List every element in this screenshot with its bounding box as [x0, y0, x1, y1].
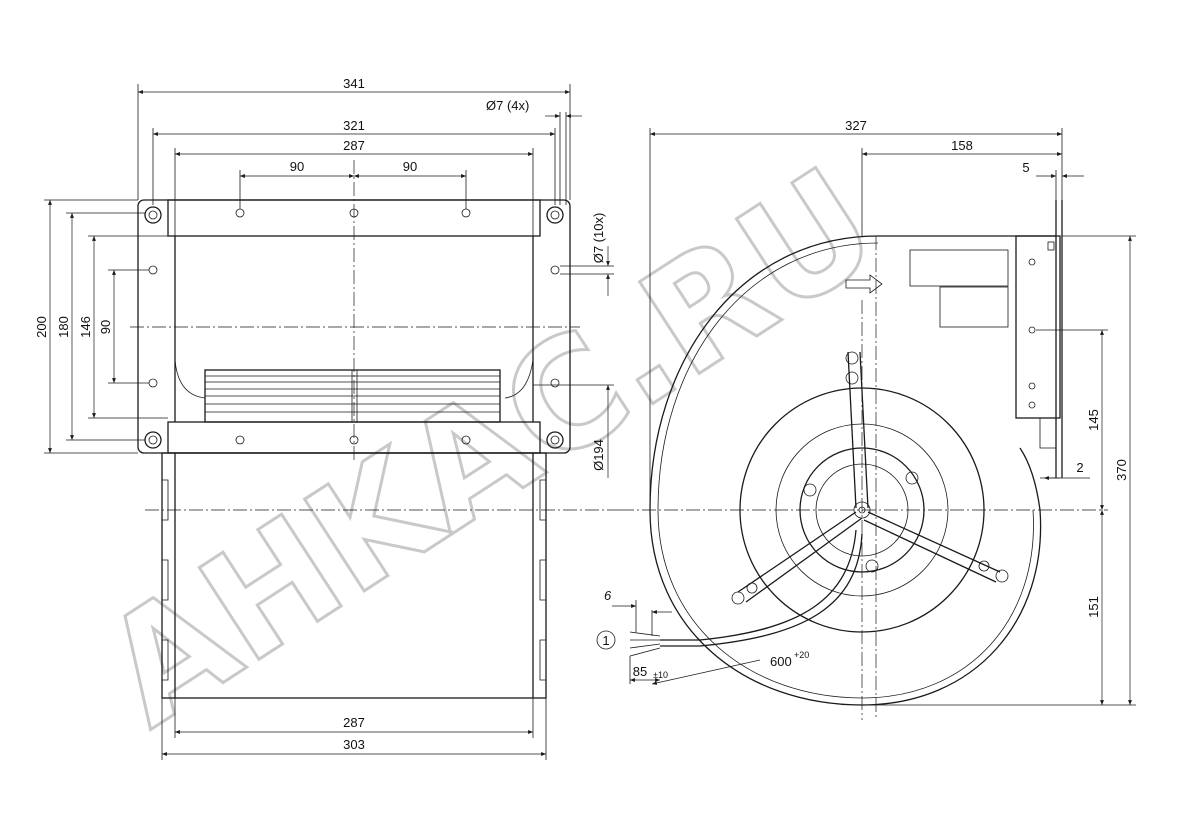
dim-d7-4x: Ø7 (4x) — [486, 98, 529, 113]
scroll-housing — [649, 235, 1042, 706]
dim-600-tolerance: +20 — [794, 650, 809, 660]
dim-90-vertical: 90 — [98, 320, 113, 334]
dim-90-left: 90 — [290, 159, 304, 174]
dim-2: 2 — [1076, 460, 1083, 475]
dim-287-top: 287 — [343, 138, 365, 153]
wire-ends — [629, 631, 661, 657]
dim-d7-10x: Ø7 (10x) — [591, 213, 606, 264]
dim-341: 341 — [343, 76, 365, 91]
dim-85-tolerance: ±10 — [653, 670, 668, 680]
impeller-blades — [205, 370, 500, 422]
dim-85: 85 — [633, 664, 647, 679]
front-outlet-opening — [174, 236, 534, 422]
outlet-flange — [1015, 235, 1061, 419]
dim-287-bottom: 287 — [343, 715, 365, 730]
dim-303: 303 — [343, 737, 365, 752]
dim-146: 146 — [78, 316, 93, 338]
side-view: 327 158 5 370 145 151 2 6 1 85 — [596, 118, 1136, 720]
label-plate-1 — [909, 249, 1009, 287]
dim-180: 180 — [56, 316, 71, 338]
corner-holes — [144, 206, 564, 449]
motor-support-arms — [731, 351, 1009, 605]
dim-d194: Ø194 — [591, 439, 606, 471]
item-balloon — [596, 630, 616, 650]
dim-200: 200 — [34, 316, 49, 338]
dim-5: 5 — [1022, 160, 1029, 175]
dim-151: 151 — [1086, 596, 1101, 618]
dim-90-right: 90 — [403, 159, 417, 174]
item-1: 1 — [602, 633, 609, 648]
dim-158: 158 — [951, 138, 973, 153]
dim-370: 370 — [1114, 459, 1129, 481]
dim-327: 327 — [845, 118, 867, 133]
label-plate-2 — [939, 286, 1009, 328]
dim-6: 6 — [604, 588, 612, 603]
dim-145: 145 — [1086, 409, 1101, 431]
front-view: 341 321 287 90 90 Ø7 (4x) Ø7 (10x) Ø194 — [34, 76, 614, 478]
dim-321: 321 — [343, 118, 365, 133]
bottom-view: 287 303 — [145, 452, 620, 760]
motor-cable — [660, 529, 857, 641]
bottom-housing — [161, 452, 547, 699]
dim-600: 600 — [770, 654, 792, 669]
